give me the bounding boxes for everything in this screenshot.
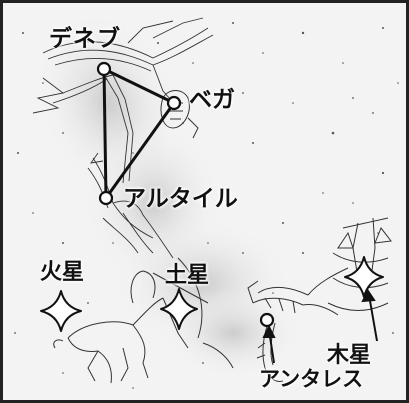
sagittarius-figure bbox=[53, 257, 234, 384]
background-stars bbox=[14, 22, 399, 389]
jupiter-marker-icon bbox=[344, 256, 384, 298]
altair-label: アルタイル bbox=[123, 186, 238, 212]
mars-label: 火星 bbox=[40, 260, 85, 285]
summer-triangle bbox=[102, 67, 176, 200]
planet-markers bbox=[40, 256, 384, 332]
milky-way-band bbox=[34, 10, 303, 378]
vega-label: ベガ bbox=[189, 87, 235, 113]
libra-figure bbox=[327, 217, 392, 311]
jupiter-label: 木星 bbox=[327, 343, 372, 368]
triangle-edge-altair-deneb bbox=[102, 67, 108, 200]
deneb-label: デネブ bbox=[49, 26, 121, 52]
sky-canvas bbox=[14, 10, 399, 389]
triangle-edge-deneb-vega bbox=[102, 67, 176, 105]
jupiter-pointer bbox=[361, 289, 378, 342]
antares-marker-icon bbox=[259, 312, 275, 328]
deneb-marker-icon bbox=[96, 61, 112, 77]
antares-pointer bbox=[262, 324, 276, 364]
bright-stars bbox=[96, 61, 275, 328]
vega-marker-icon bbox=[166, 95, 182, 111]
altair-marker-icon bbox=[98, 190, 114, 206]
saturn-label: 土星 bbox=[165, 263, 210, 288]
mars-marker-icon bbox=[40, 290, 82, 332]
antares-label: アンタレス bbox=[259, 367, 364, 391]
saturn-marker-icon bbox=[160, 288, 198, 330]
aquila-figure bbox=[87, 152, 174, 259]
cygnus-figure bbox=[32, 17, 214, 184]
triangle-edge-vega-altair bbox=[104, 101, 176, 200]
